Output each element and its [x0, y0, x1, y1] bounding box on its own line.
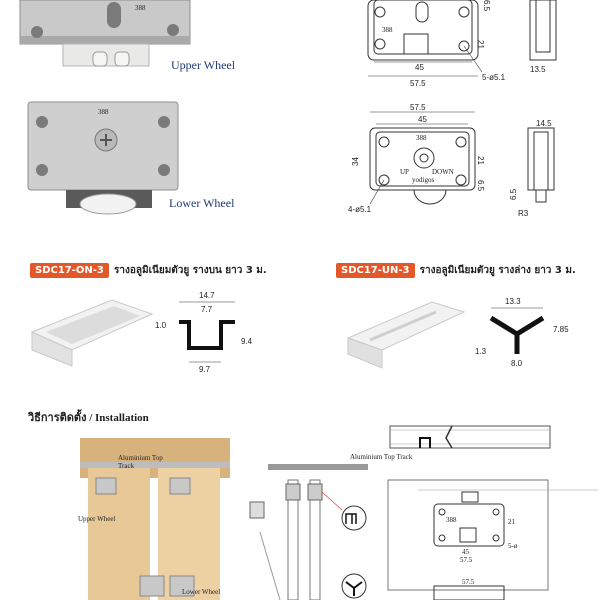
svg-text:7.85: 7.85 — [553, 325, 569, 334]
svg-text:UP: UP — [400, 168, 409, 176]
svg-text:57.5: 57.5 — [460, 556, 473, 564]
installation-door-illustration — [80, 438, 230, 600]
svg-text:6.5: 6.5 — [476, 180, 485, 192]
svg-text:388: 388 — [416, 134, 427, 142]
svg-text:388: 388 — [382, 26, 393, 34]
svg-text:6.5: 6.5 — [509, 188, 518, 200]
track-2-photo — [346, 301, 466, 369]
installation-label-track-2: Aluminium Top Track — [350, 453, 413, 461]
svg-text:8.0: 8.0 — [511, 359, 523, 368]
svg-text:21: 21 — [476, 156, 485, 165]
installation-mini-drawing: 388 45 57.5 21 5-ø 57.5 — [387, 479, 598, 600]
track-2-code: SDC17-UN-3 — [336, 263, 415, 278]
svg-text:yodigos: yodigos — [412, 176, 434, 184]
installation-title: วิธีการติดตั้ง / Installation — [28, 412, 149, 424]
upper-wheel-label: Upper Wheel — [171, 58, 236, 72]
svg-text:57.5: 57.5 — [462, 578, 475, 586]
svg-text:6.5: 6.5 — [482, 0, 491, 12]
svg-text:13.5: 13.5 — [530, 65, 546, 74]
track-1-photo — [30, 299, 154, 367]
svg-text:21: 21 — [508, 518, 516, 526]
svg-text:7.7: 7.7 — [201, 305, 213, 314]
installation-label-lower: Lower Wheel — [182, 588, 221, 596]
svg-text:57.5: 57.5 — [410, 79, 426, 88]
track-2-profile: 13.3 7.85 1.3 8.0 — [475, 297, 569, 368]
upper-wheel-drawing: 388 45 57.5 21 6.5 5-ø5.1 13.5 — [367, 0, 557, 88]
lower-wheel-label: Lower Wheel — [169, 196, 235, 210]
lower-wheel-drawing: 57.5 45 388 UP DOWN yodigos 34 21 6.5 4-… — [348, 103, 555, 218]
track-1-code: SDC17-ON-3 — [30, 263, 109, 278]
svg-text:R3: R3 — [518, 209, 529, 218]
svg-text:14.5: 14.5 — [536, 119, 552, 128]
svg-text:45: 45 — [418, 115, 427, 124]
svg-text:9.7: 9.7 — [199, 365, 211, 374]
installation-track-section — [389, 425, 551, 449]
svg-text:1.3: 1.3 — [475, 347, 487, 356]
svg-text:14.7: 14.7 — [199, 291, 215, 300]
svg-text:9.4: 9.4 — [241, 337, 253, 346]
track-1-desc: รางอลูมิเนียมตัวยู รางบน ยาว 3 ม. — [113, 265, 267, 276]
svg-text:DOWN: DOWN — [432, 168, 454, 176]
installation-label-upper: Upper Wheel — [78, 515, 116, 523]
svg-text:21: 21 — [476, 40, 485, 49]
svg-text:388: 388 — [135, 4, 146, 12]
upper-wheel-photo: 388 — [19, 0, 191, 67]
svg-text:34: 34 — [351, 157, 360, 166]
track-2-header: SDC17-UN-3 รางอลูมิเนียมตัวยู รางล่าง ยา… — [336, 258, 576, 278]
track-1-header: SDC17-ON-3 รางอลูมิเนียมตัวยู รางบน ยาว … — [30, 258, 267, 278]
svg-text:4-ø5.1: 4-ø5.1 — [348, 205, 372, 214]
svg-text:388: 388 — [446, 516, 457, 524]
track-1-profile: 14.7 7.7 1.0 9.4 9.7 — [155, 291, 253, 374]
installation-side-assembly — [249, 464, 368, 600]
svg-text:57.5: 57.5 — [410, 103, 426, 112]
svg-text:5-ø: 5-ø — [508, 542, 518, 550]
svg-text:45: 45 — [462, 548, 470, 556]
track-2-desc: รางอลูมิเนียมตัวยู รางล่าง ยาว 3 ม. — [419, 265, 576, 276]
installation-label-track: Aluminium Top Track — [118, 454, 163, 470]
svg-text:1.0: 1.0 — [155, 321, 167, 330]
svg-text:45: 45 — [415, 63, 424, 72]
lower-wheel-photo: 388 — [27, 101, 179, 215]
svg-text:388: 388 — [98, 108, 109, 116]
svg-text:13.3: 13.3 — [505, 297, 521, 306]
svg-text:5-ø5.1: 5-ø5.1 — [482, 73, 506, 82]
